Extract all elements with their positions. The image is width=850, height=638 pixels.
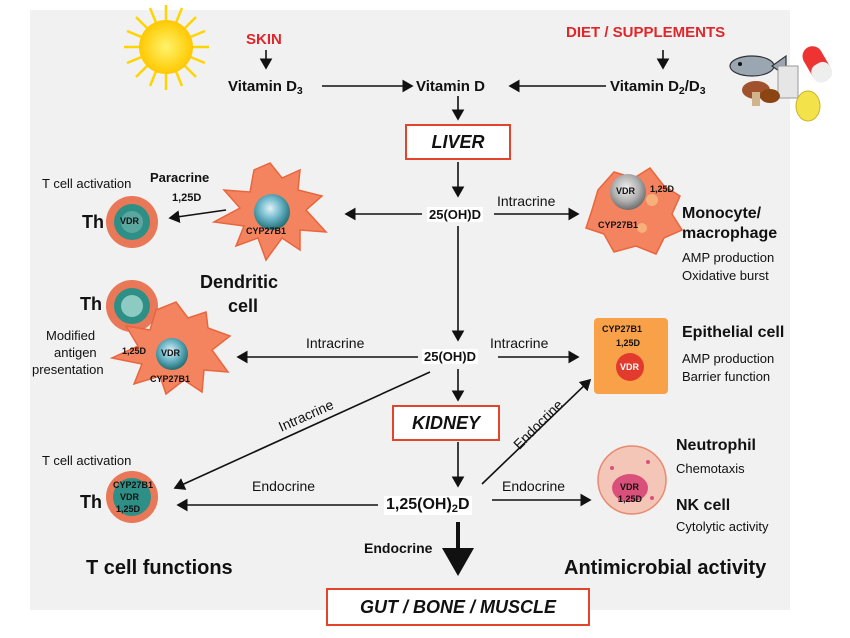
- intracrine-top-label: Intracrine: [497, 193, 556, 209]
- vdr-label-dendritic-mid: VDR: [161, 348, 181, 358]
- d125-label-t3: 1,25D: [116, 504, 141, 514]
- neutrophil-cell: [597, 445, 667, 515]
- t-cell-functions-footer: T cell functions: [86, 557, 233, 579]
- liver-box: LIVER: [405, 124, 511, 160]
- cyp-label-monocyte: CYP27B1: [598, 220, 639, 230]
- th-label-3: Th: [80, 492, 102, 512]
- cyp-label-t3: CYP27B1: [113, 480, 154, 490]
- endocrine-left-label: Endocrine: [252, 478, 316, 494]
- epithelial-cell-label: Epithelial cell: [682, 324, 785, 341]
- monocyte-cell: [585, 167, 684, 255]
- th-label-2: Th: [80, 294, 102, 314]
- antimicrobial-activity-footer: Antimicrobial activity: [564, 557, 767, 579]
- t-cell-3: [106, 471, 158, 523]
- monocyte-label-2: macrophage: [682, 225, 778, 242]
- dendritic-cell-middle: [109, 301, 232, 396]
- metabolite-25ohd-middle: 25(OH)D: [422, 349, 479, 364]
- paracrine-125d-label: 1,25D: [172, 192, 202, 204]
- t-cell-1: [106, 196, 158, 248]
- amp-production-2: AMP production: [682, 351, 775, 366]
- cyp-label-epithelial: CYP27B1: [602, 324, 643, 334]
- intracrine-left-label: Intracrine: [306, 335, 365, 351]
- epithelial-cell: [594, 318, 668, 394]
- dendritic-cell-label-1: Dendritic: [200, 272, 279, 292]
- egg-icon: [795, 90, 821, 122]
- vdr-label-monocyte: VDR: [616, 186, 636, 196]
- vdr-label-epithelial: VDR: [620, 362, 640, 372]
- metabolite-125oh2d: 1,25(OH)2D: [384, 496, 472, 515]
- cyp-label-dendritic-top: CYP27B1: [246, 226, 287, 236]
- vdr-label-t3: VDR: [120, 492, 140, 502]
- oxidative-burst: Oxidative burst: [682, 268, 769, 283]
- intracrine-right-label: Intracrine: [490, 335, 549, 351]
- chemotaxis: Chemotaxis: [676, 461, 745, 476]
- cytolytic-activity: Cytolytic activity: [676, 519, 769, 534]
- t-cell-activation-1: T cell activation: [42, 176, 132, 191]
- paracrine-label: Paracrine: [150, 170, 210, 185]
- modified-label-3: presentation: [32, 362, 104, 377]
- t-cell-activation-2: T cell activation: [42, 453, 132, 468]
- monocyte-label-1: Monocyte/: [682, 205, 762, 222]
- amp-production-1: AMP production: [682, 250, 775, 265]
- gut-bone-muscle-box: GUT / BONE / MUSCLE: [326, 588, 590, 626]
- d125-label-epithelial: 1,25D: [616, 338, 641, 348]
- cyp-label-dendritic-mid: CYP27B1: [150, 374, 191, 384]
- dendritic-cell-label-2: cell: [228, 296, 259, 316]
- vitamin-d-label: Vitamin D: [416, 78, 485, 95]
- d125-label-dendritic-mid: 1,25D: [122, 346, 147, 356]
- sun-icon: [124, 5, 209, 90]
- vitamin-d2-d3-label: Vitamin D2/D3: [610, 78, 706, 97]
- th-label-1: Th: [82, 212, 104, 232]
- modified-label-1: Modified: [46, 328, 96, 343]
- metabolite-25ohd-top: 25(OH)D: [427, 207, 484, 222]
- neutrophil-label: Neutrophil: [676, 437, 756, 454]
- milk-glass-icon: [777, 65, 799, 99]
- modified-label-2: antigen: [54, 345, 97, 360]
- d125-label-monocyte: 1,25D: [650, 184, 675, 194]
- skin-label: SKIN: [246, 31, 282, 48]
- dendritic-cell-top: [211, 162, 328, 262]
- nk-cell-label: NK cell: [676, 497, 731, 514]
- diet-supplements-label: DIET / SUPPLEMENTS: [566, 24, 726, 41]
- capsule-icon: [802, 46, 833, 83]
- endocrine-right-label: Endocrine: [502, 478, 566, 494]
- mushroom-icon: [742, 81, 780, 106]
- barrier-function: Barrier function: [682, 369, 771, 384]
- d125-label-neutrophil: 1,25D: [618, 494, 643, 504]
- vitamin-d3-label: Vitamin D3: [228, 78, 303, 97]
- vdr-label-neutrophil: VDR: [620, 482, 640, 492]
- vdr-label-t1: VDR: [120, 216, 140, 226]
- kidney-box: KIDNEY: [392, 405, 500, 441]
- t-cell-2: [106, 280, 158, 332]
- endocrine-down-label: Endocrine: [364, 540, 433, 556]
